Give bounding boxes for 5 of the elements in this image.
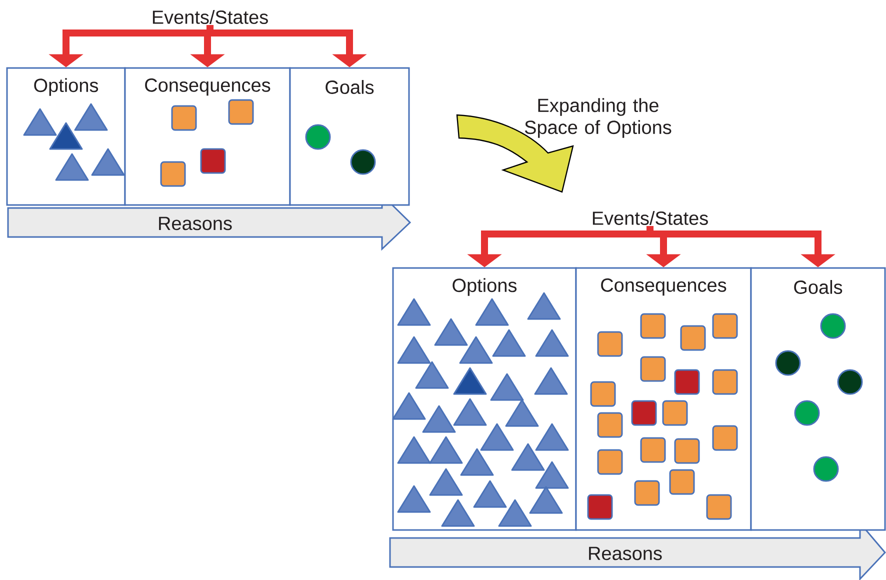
event-label: Events/States — [592, 211, 708, 225]
panel: Goals — [289, 67, 410, 206]
panel: Goals — [750, 267, 886, 531]
event-label: Events/States — [152, 10, 268, 24]
caption-text: Expanding the Space of Options — [524, 98, 672, 138]
